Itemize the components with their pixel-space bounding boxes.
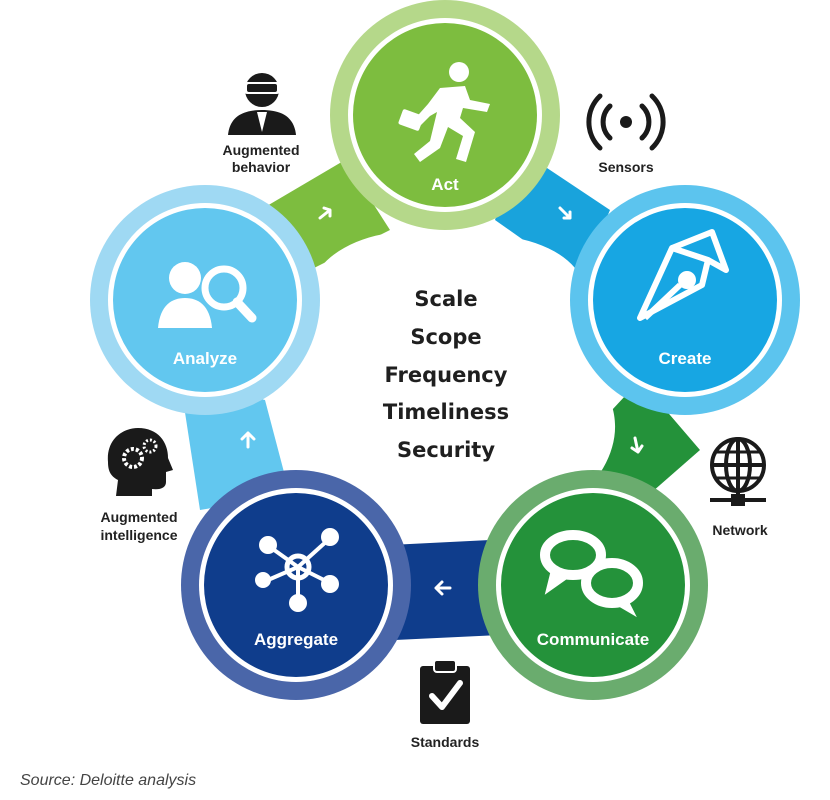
vr-headset-person-icon — [228, 73, 296, 135]
arrow-create-to-communicate — [630, 436, 644, 454]
arrow-analyze-to-act — [318, 206, 332, 220]
connector-augmented-behavior: Augmented behavior — [223, 73, 300, 175]
arrow-act-to-create — [558, 206, 572, 220]
augmented-behavior-label-line2: behavior — [232, 159, 291, 175]
broadcast-sensor-icon — [586, 93, 666, 151]
connector-network: Network — [710, 437, 768, 538]
connector-sensors: Sensors — [586, 93, 666, 175]
node-create-label: Create — [659, 349, 712, 368]
chat-bubbles-icon — [540, 530, 643, 618]
network-nodes-icon — [255, 528, 339, 612]
pen-nib-icon — [637, 229, 729, 321]
node-create: Create — [570, 185, 800, 415]
node-act-label: Act — [431, 175, 459, 194]
node-act: Act — [330, 0, 560, 230]
augmented-behavior-label-line1: Augmented — [223, 142, 300, 158]
globe-network-icon — [710, 437, 766, 506]
people-search-icon — [158, 262, 257, 328]
sensors-label: Sensors — [598, 159, 653, 175]
clipboard-check-icon — [420, 659, 470, 724]
arrow-communicate-to-aggregate — [434, 580, 452, 596]
node-communicate-label: Communicate — [537, 630, 649, 649]
center-term-scale: Scale — [414, 287, 477, 311]
arrow-aggregate-to-analyze — [240, 431, 256, 449]
augmented-intelligence-label-line2: intelligence — [100, 527, 177, 543]
running-person-icon — [398, 62, 490, 162]
node-aggregate-label: Aggregate — [254, 630, 338, 649]
connector-standards: Standards — [411, 659, 480, 750]
center-term-timeliness: Timeliness — [383, 400, 509, 424]
augmented-intelligence-label-line1: Augmented — [101, 509, 178, 525]
node-analyze-label: Analyze — [173, 349, 237, 368]
head-gears-icon — [107, 428, 173, 496]
node-communicate: Communicate — [478, 470, 708, 700]
connector-augmented-intelligence: Augmented intelligence — [100, 428, 178, 543]
network-label: Network — [712, 522, 767, 538]
standards-label: Standards — [411, 734, 480, 750]
node-aggregate: Aggregate — [181, 470, 411, 700]
center-term-frequency: Frequency — [385, 363, 508, 387]
node-analyze: Analyze — [90, 185, 320, 415]
center-blob — [278, 231, 616, 530]
center-terms: Scale Scope Frequency Timeliness Securit… — [383, 287, 509, 462]
source-note: Source: Deloitte analysis — [20, 772, 197, 789]
center-term-security: Security — [397, 438, 495, 462]
center-term-scope: Scope — [410, 325, 481, 349]
flow-arrows — [240, 206, 644, 596]
band-communicate-aggregate — [390, 540, 500, 640]
